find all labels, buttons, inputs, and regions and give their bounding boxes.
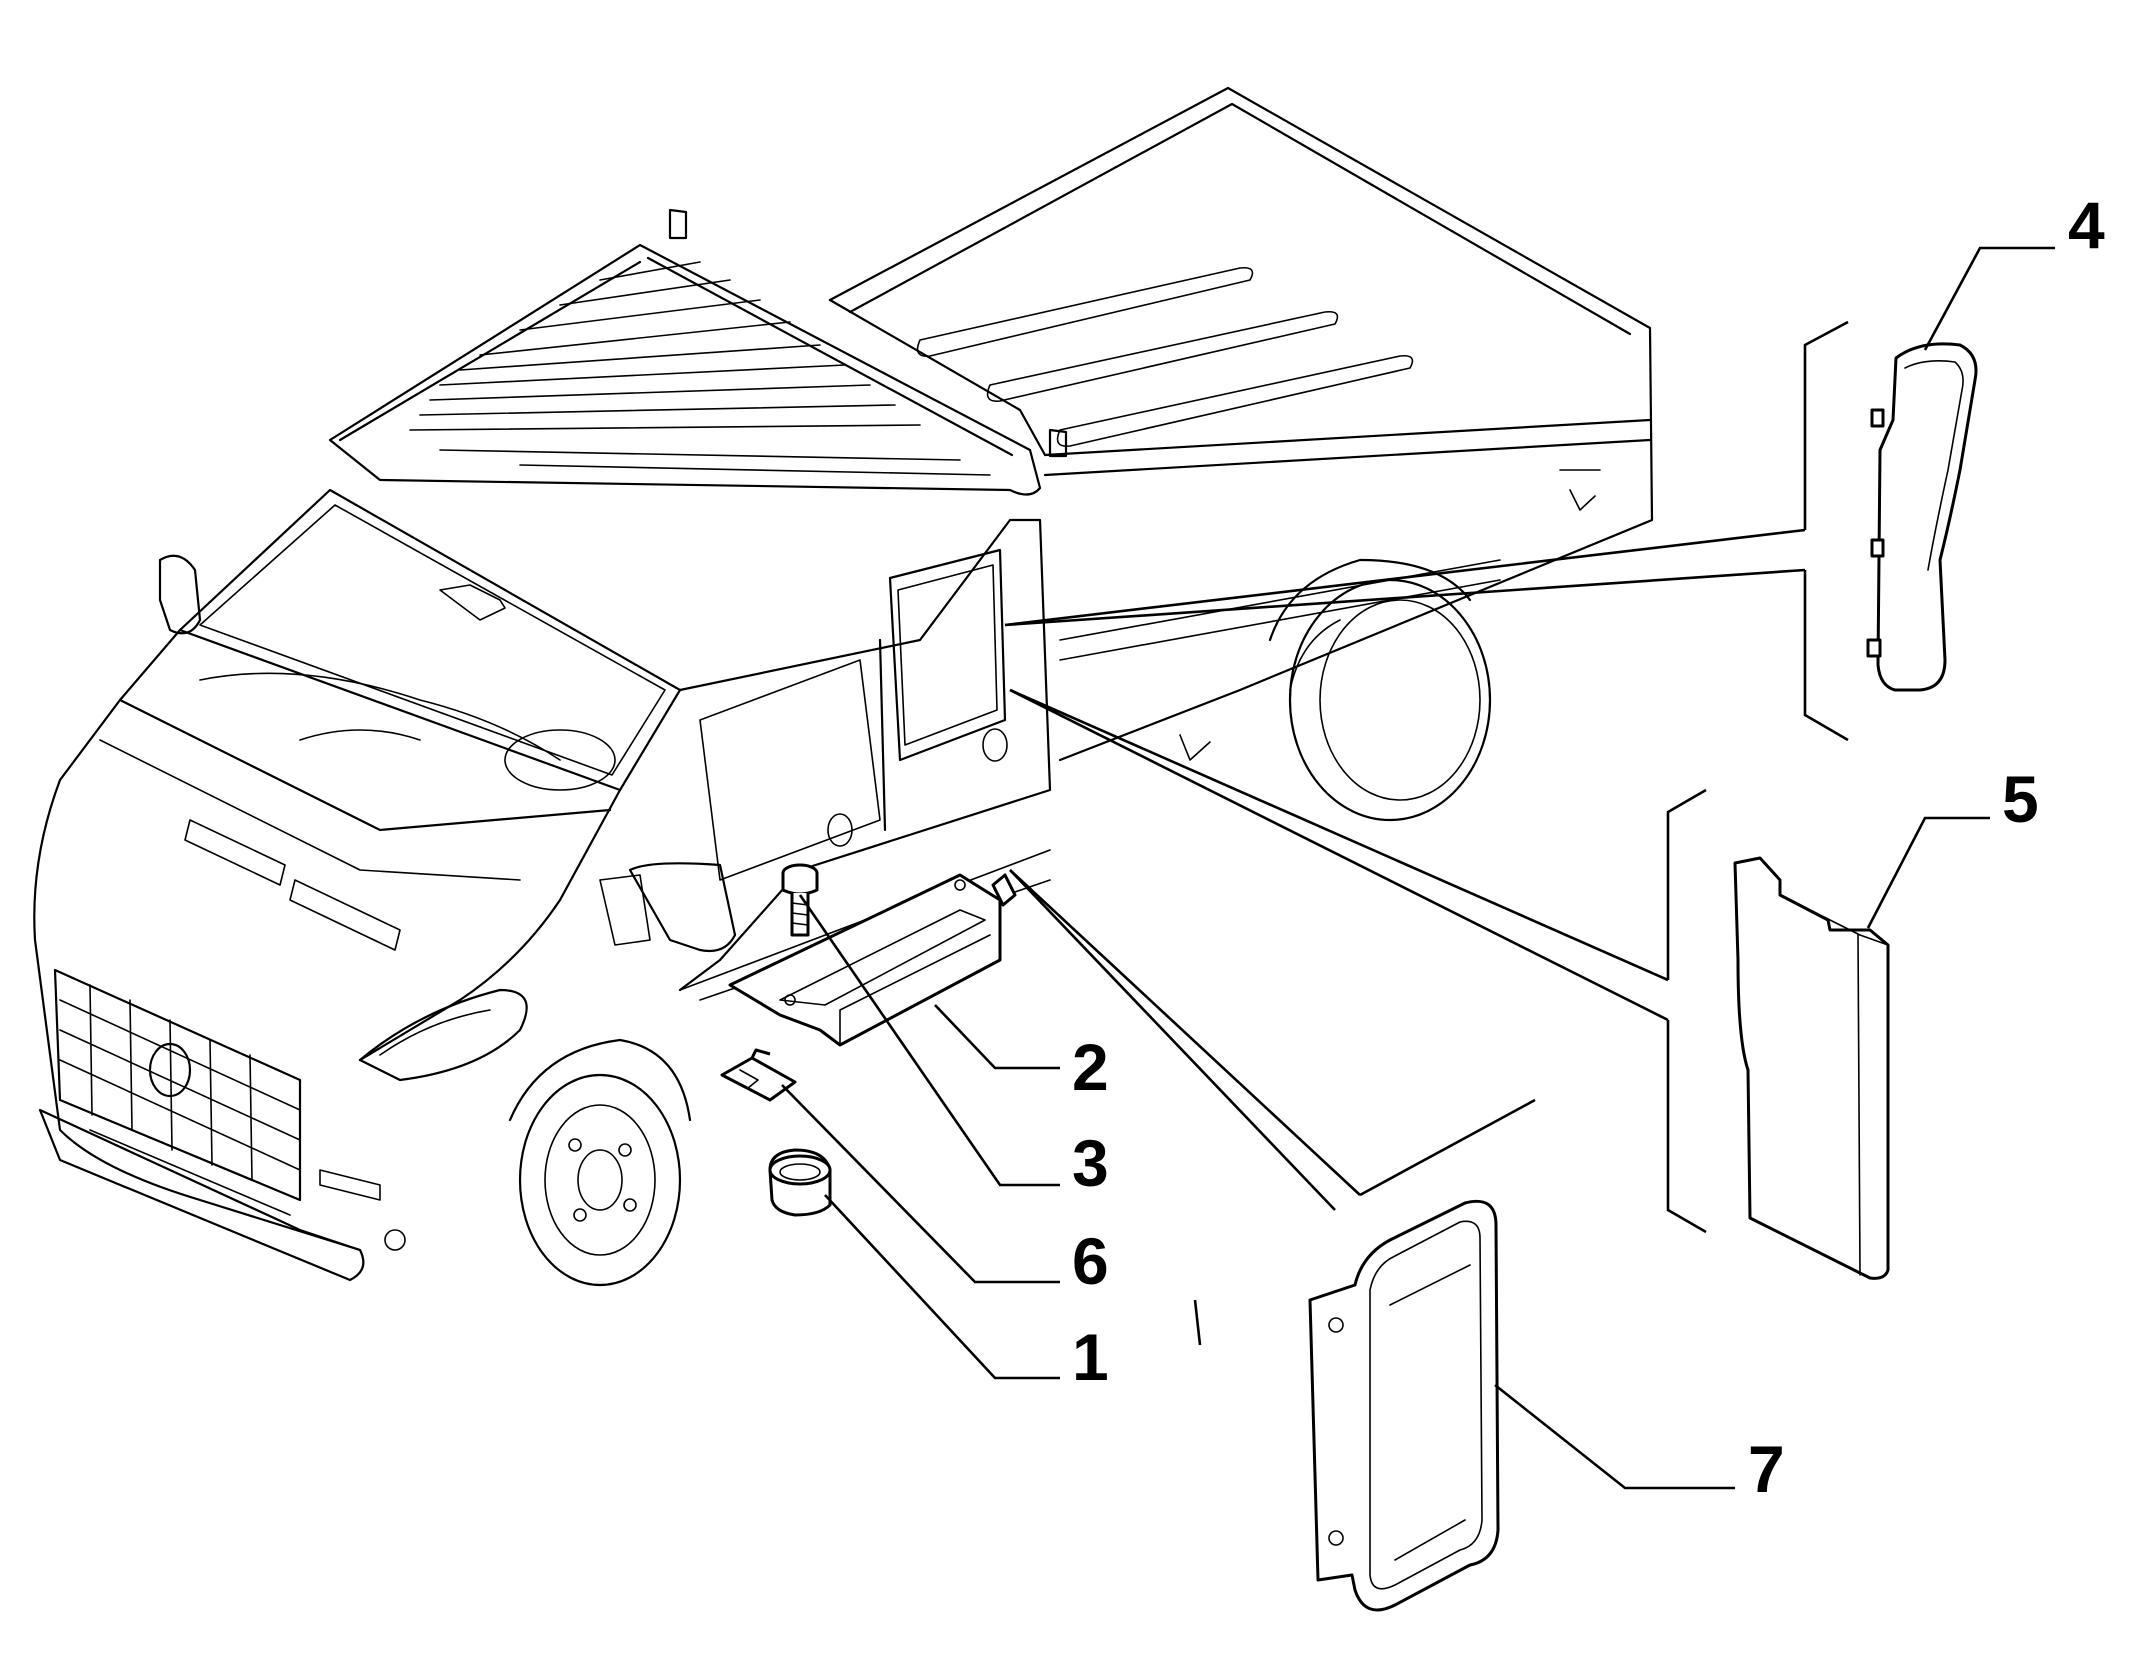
- part-7-door-pocket: [1308, 1199, 1500, 1612]
- part-3-bolt: [781, 863, 819, 937]
- callout-4: 4: [2068, 188, 2105, 262]
- callout-labels: 4 5 2 3 6 1 7: [1072, 188, 2105, 1506]
- callout-3: 3: [1072, 1126, 1109, 1200]
- reference-brackets: [1004, 320, 1849, 1346]
- part-4-handle-trim: [1866, 342, 1978, 692]
- callout-5: 5: [2002, 762, 2039, 836]
- callout-leaders: [781, 246, 2055, 1490]
- cargo-bed: [668, 86, 1654, 822]
- callout-7: 7: [1748, 1432, 1785, 1506]
- part-5-side-panel: [1733, 856, 1890, 1280]
- part-1-plug: [768, 1148, 832, 1217]
- callout-6: 6: [1072, 1224, 1109, 1298]
- callout-2: 2: [1072, 1030, 1109, 1104]
- callout-1: 1: [1072, 1320, 1109, 1394]
- vehicle-cab: [33, 243, 1052, 1287]
- part-6-clip: [720, 1048, 797, 1102]
- part-2-step-bracket: [728, 873, 1017, 1047]
